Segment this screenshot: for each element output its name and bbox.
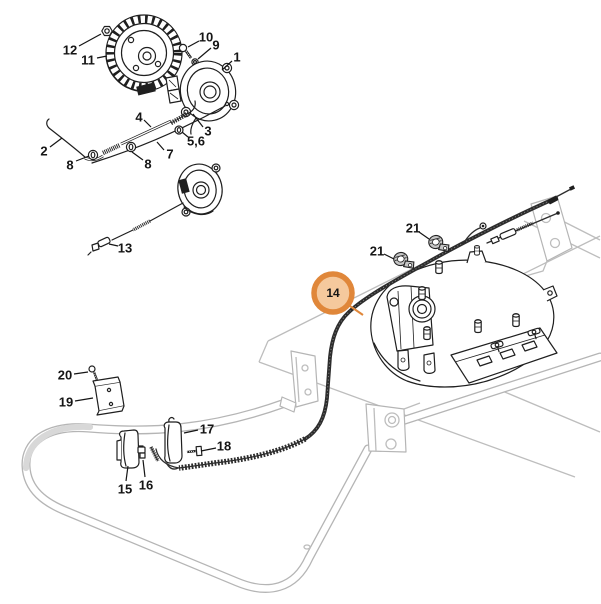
part-label-17: 17	[200, 422, 214, 437]
part-leader-21	[383, 253, 395, 260]
part-leader-7	[156, 141, 165, 151]
cable-end-fitting	[547, 195, 559, 205]
brake-rod	[87, 202, 184, 256]
handlebar-grip-bend	[22, 423, 94, 472]
part-label-4: 4	[135, 110, 143, 125]
flywheel-fins	[106, 15, 182, 91]
part-label-10: 10	[199, 30, 213, 45]
part-leader-15	[125, 465, 129, 482]
flywheel-magnet	[136, 82, 156, 96]
part-label-21: 21	[370, 244, 384, 259]
handlebar-mount-right	[365, 402, 421, 453]
cable-coiled-sleeve	[178, 436, 307, 471]
grommet	[87, 149, 99, 161]
crankshaft-boss	[408, 286, 436, 323]
part-leader-21	[418, 231, 430, 240]
part-leader-18	[200, 447, 217, 452]
ignition-housing	[165, 60, 240, 135]
throttle-spring	[169, 111, 191, 125]
lever-housing-right	[163, 416, 183, 470]
part-leader-16	[142, 459, 146, 478]
bushing	[174, 125, 184, 135]
part-label-2: 2	[40, 144, 47, 159]
part-leader-5,6	[181, 131, 189, 138]
cable-clamp-bracket	[92, 376, 125, 416]
cable-retainer	[137, 446, 146, 459]
part-label-13: 13	[118, 241, 132, 256]
clamp-screw	[88, 365, 99, 381]
highlight-part-label: 14	[326, 286, 340, 300]
part-leader-8	[131, 151, 144, 161]
part-label-8: 8	[144, 157, 151, 172]
grommet	[125, 141, 137, 153]
part-leader-19	[74, 397, 94, 402]
part-leader-8	[75, 155, 90, 162]
lever-screw	[186, 445, 203, 457]
lever-spring	[149, 446, 160, 462]
branch-wire	[462, 227, 481, 245]
part-leader-1	[221, 60, 233, 71]
part-leader-17	[183, 429, 199, 434]
throttle-cable	[155, 185, 576, 471]
part-label-5,6: 5,6	[187, 134, 205, 149]
part-label-3: 3	[204, 124, 211, 139]
part-label-12: 12	[63, 43, 77, 58]
throttle-rod-assembly	[46, 100, 230, 164]
part-leader-13	[108, 243, 119, 247]
part-leader-2	[49, 137, 63, 148]
highlight-ring	[311, 271, 355, 315]
brake-housing	[177, 163, 223, 217]
handlebar-mount-left	[279, 350, 319, 413]
part-leader-9	[197, 47, 212, 60]
part-label-7: 7	[166, 147, 173, 162]
screw	[178, 43, 193, 59]
part-label-19: 19	[59, 395, 73, 410]
flywheel	[105, 14, 183, 96]
flywheel-nut	[101, 25, 113, 37]
part-leader-10	[187, 40, 200, 48]
part-leader-12	[78, 33, 102, 47]
part-label-11: 11	[81, 53, 95, 68]
engine-crankcase	[370, 245, 558, 388]
part-label-8: 8	[66, 158, 73, 173]
part-label-1: 1	[233, 50, 240, 65]
part-label-9: 9	[212, 38, 219, 53]
part-label-20: 20	[58, 368, 72, 383]
part-label-15: 15	[118, 482, 132, 497]
part-label-16: 16	[139, 478, 153, 493]
engine-mount-plate	[450, 327, 558, 384]
part-label-18: 18	[217, 439, 231, 454]
part-leader-20	[73, 371, 89, 375]
cable-adjuster	[486, 211, 560, 245]
part-leader-3	[192, 113, 204, 128]
frame-bracket	[521, 195, 573, 278]
part-leader-4	[143, 119, 152, 128]
highlighted-part-marker[interactable]: 14	[311, 271, 364, 316]
part-leader-11	[96, 55, 108, 59]
coil-laminations	[165, 75, 182, 104]
part-label-21: 21	[406, 221, 420, 236]
